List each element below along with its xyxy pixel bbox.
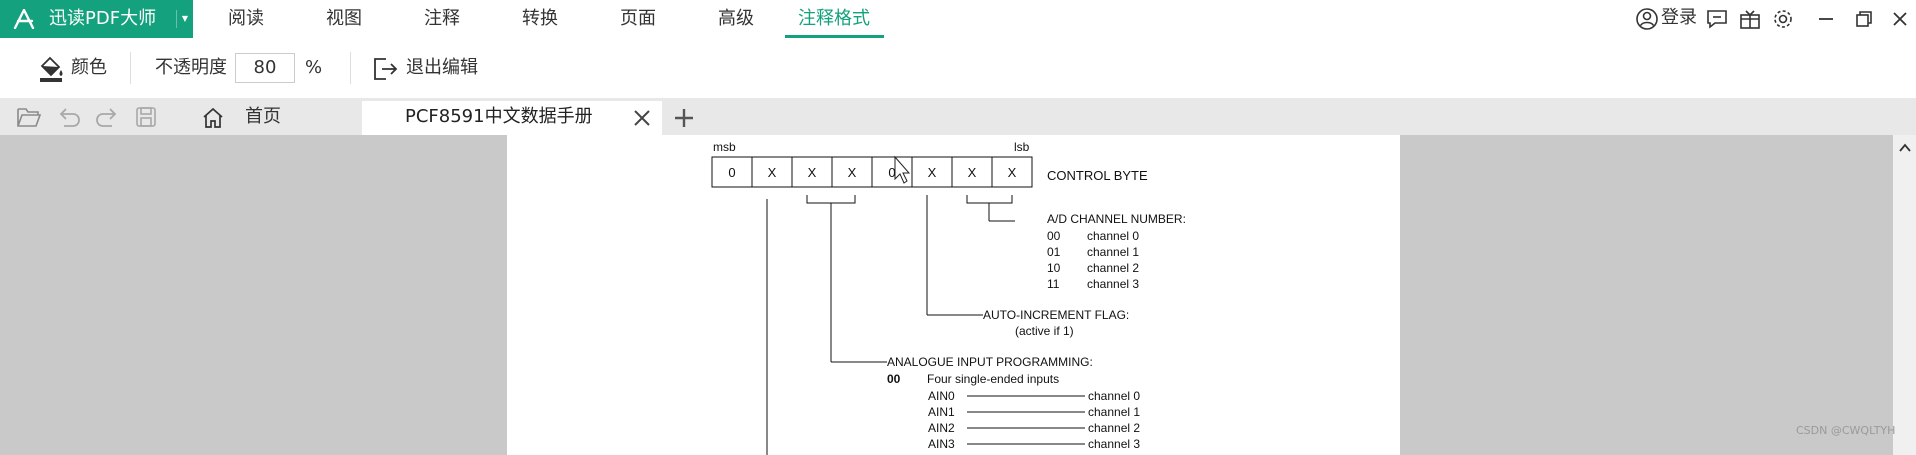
ad-channel-name: channel 1 [1087, 245, 1139, 259]
ad-channel-name: channel 2 [1087, 261, 1139, 275]
pdf-page[interactable]: msb lsb 0 X X X 0 X X X CONTROL BYTE [507, 135, 1400, 455]
connector-lines [766, 195, 1015, 455]
percent-label: % [305, 57, 323, 78]
user-icon[interactable] [1635, 7, 1659, 31]
gift-icon[interactable] [1738, 7, 1762, 31]
toolbar-divider [350, 52, 351, 84]
analogue-channel: channel 3 [1088, 437, 1140, 451]
restore-icon[interactable] [1852, 7, 1876, 31]
menu-page[interactable]: 页面 [620, 8, 656, 29]
app-logo-icon [13, 9, 35, 29]
analogue-mode-name: Four single-ended inputs [927, 372, 1059, 386]
feedback-icon[interactable] [1705, 7, 1729, 31]
analogue-input-title: ANALOGUE INPUT PROGRAMMING: [887, 355, 1093, 369]
color-button[interactable]: 颜色 [71, 57, 107, 78]
bit-7: 0 [728, 165, 735, 180]
bit-6: X [768, 165, 777, 180]
app-brand-menu[interactable]: 迅读PDF大师 ▼ [0, 0, 193, 38]
menu-bar [0, 0, 1916, 38]
analogue-input: AIN1 [928, 405, 955, 419]
opacity-label: 不透明度 [155, 57, 227, 78]
tab-bar [0, 98, 1916, 135]
exit-edit-icon[interactable] [372, 56, 398, 82]
tab-document-label: PCF8591中文数据手册 [405, 106, 593, 127]
bit-0: X [1008, 165, 1017, 180]
bit-1: X [968, 165, 977, 180]
menu-view[interactable]: 视图 [326, 8, 362, 29]
auto-increment-note: (active if 1) [1015, 324, 1074, 338]
ad-channel-code: 00 [1047, 229, 1061, 243]
analogue-mode-code: 00 [887, 372, 901, 386]
ad-channel-code: 11 [1047, 277, 1060, 291]
menu-annotation-format[interactable]: 注释格式 [798, 8, 870, 29]
app-brand-name: 迅读PDF大师 [49, 8, 157, 29]
paint-bucket-icon[interactable] [38, 55, 64, 83]
close-window-icon[interactable] [1888, 7, 1912, 31]
lsb-label: lsb [1014, 140, 1030, 154]
tab-home[interactable]: 首页 [245, 106, 281, 127]
close-tab-icon[interactable] [632, 108, 652, 128]
bit-5: X [808, 165, 817, 180]
menu-advanced[interactable]: 高级 [718, 8, 754, 29]
analogue-input: AIN0 [928, 389, 955, 403]
bit-3: 0 [888, 165, 895, 180]
ad-channel-code: 10 [1047, 261, 1061, 275]
control-byte-diagram: msb lsb 0 X X X 0 X X X CONTROL BYTE [711, 140, 1186, 455]
ad-channel-name: channel 3 [1087, 277, 1139, 291]
control-byte-label: CONTROL BYTE [1047, 168, 1148, 183]
bit-4: X [848, 165, 857, 180]
ad-channel-code: 01 [1047, 245, 1061, 259]
scroll-up-icon[interactable] [1897, 140, 1913, 156]
open-folder-icon[interactable] [16, 105, 42, 129]
mouse-cursor-icon [894, 155, 911, 184]
auto-increment-title: AUTO-INCREMENT FLAG: [983, 308, 1129, 322]
csdn-watermark: CSDN @CWQLTYH [1796, 424, 1896, 437]
ad-channel-name: channel 0 [1087, 229, 1139, 243]
analogue-channel: channel 0 [1088, 389, 1140, 403]
new-tab-plus-icon[interactable] [672, 106, 696, 130]
tab-document[interactable] [362, 101, 662, 135]
analogue-channel: channel 2 [1088, 421, 1140, 435]
settings-gear-icon[interactable] [1771, 7, 1795, 31]
redo-icon[interactable] [94, 105, 120, 129]
brand-dropdown-icon[interactable]: ▼ [176, 10, 193, 28]
save-icon[interactable] [134, 105, 158, 129]
annotation-toolbar [0, 38, 1916, 98]
exit-edit-button[interactable]: 退出编辑 [406, 57, 478, 78]
toolbar-divider [130, 52, 131, 84]
undo-icon[interactable] [56, 105, 82, 129]
msb-label: msb [713, 140, 736, 154]
bit-2: X [928, 165, 937, 180]
menu-read[interactable]: 阅读 [228, 8, 264, 29]
ad-channel-title: A/D CHANNEL NUMBER: [1047, 212, 1186, 226]
analogue-channel: channel 1 [1088, 405, 1140, 419]
login-button[interactable]: 登录 [1661, 7, 1697, 28]
analogue-input: AIN2 [928, 421, 955, 435]
bit-boxes [711, 156, 1033, 188]
minimize-icon[interactable] [1814, 7, 1838, 31]
menu-convert[interactable]: 转换 [522, 8, 558, 29]
active-menu-indicator [785, 35, 884, 38]
analogue-input: AIN3 [928, 437, 955, 451]
opacity-input[interactable]: 80 [235, 53, 295, 83]
menu-annotate[interactable]: 注释 [424, 8, 460, 29]
vertical-scrollbar[interactable] [1893, 135, 1916, 455]
home-icon[interactable] [201, 106, 225, 130]
